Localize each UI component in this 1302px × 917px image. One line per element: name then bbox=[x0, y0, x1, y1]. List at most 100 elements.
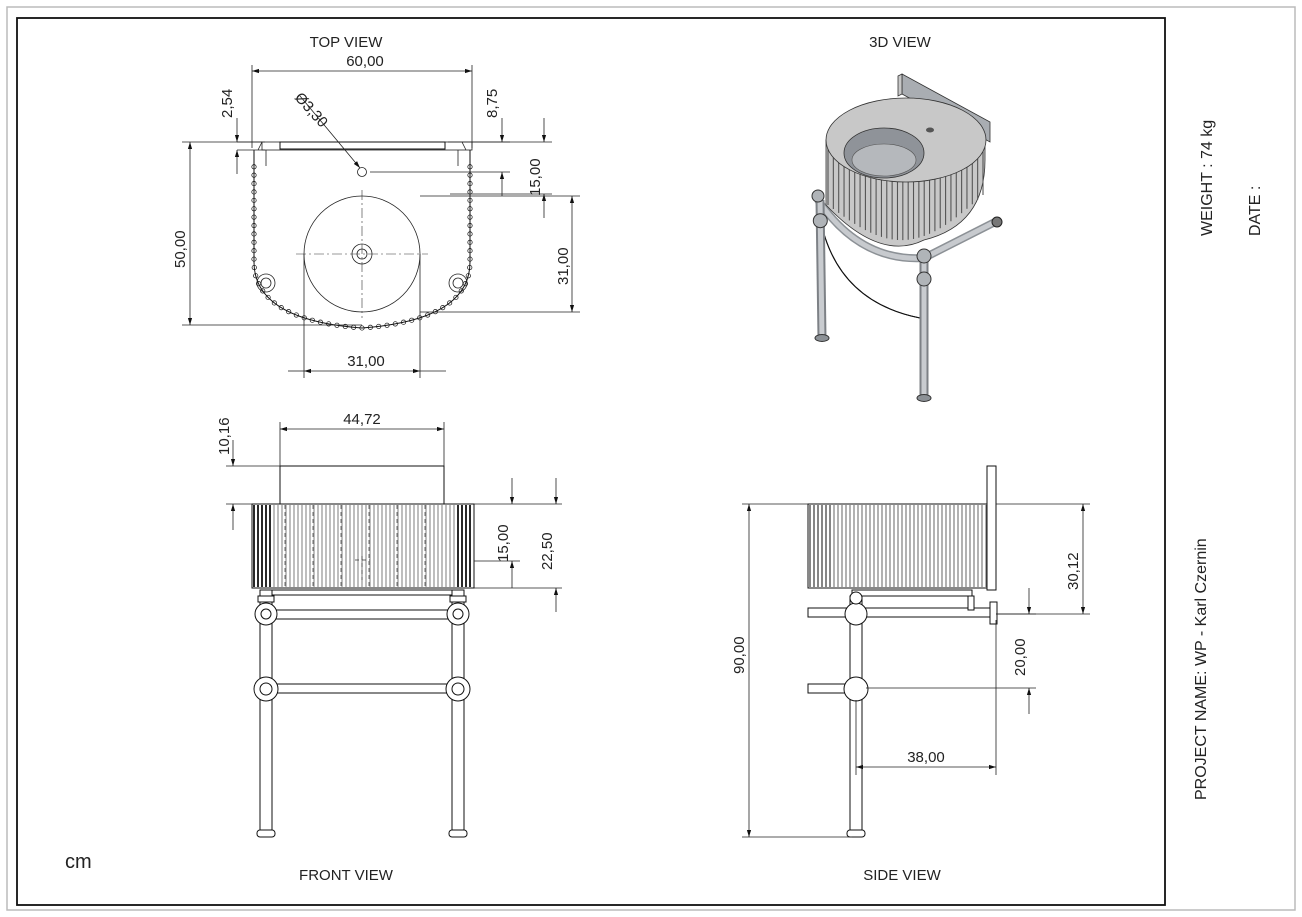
iso-foot bbox=[916, 394, 932, 402]
ridge-scallop bbox=[359, 325, 365, 331]
drawing-frame bbox=[16, 17, 1166, 906]
ridge-scallop bbox=[251, 197, 257, 203]
leg-joint-lower bbox=[253, 676, 279, 702]
side-joint-lower bbox=[843, 676, 869, 702]
ridge-scallop bbox=[251, 239, 257, 245]
ridge-scallop bbox=[251, 164, 257, 170]
dim-top-hole: Ø3,30 bbox=[291, 89, 331, 131]
dim-top-875: 8,75 bbox=[484, 89, 501, 118]
ridge-scallop bbox=[251, 231, 257, 237]
ridge-scallop bbox=[326, 321, 332, 327]
ridge-scallop bbox=[458, 288, 464, 294]
date-label: DATE : bbox=[1247, 186, 1264, 236]
ridge-scallop bbox=[251, 189, 257, 195]
iso-joint bbox=[916, 271, 932, 287]
front-view: 44,72 10,16 15,00 22,50 bbox=[216, 411, 562, 838]
ridge-scallop bbox=[467, 164, 473, 170]
ridge-scallop bbox=[467, 248, 473, 254]
dim-side-3012: 30,12 bbox=[1065, 552, 1082, 590]
top-view-title: TOP VIEW bbox=[310, 34, 384, 51]
iso-joint bbox=[812, 213, 828, 229]
ridge-scallop bbox=[251, 256, 257, 262]
iso-joint bbox=[916, 248, 932, 264]
ridge-scallop bbox=[467, 256, 473, 262]
ridge-scallop bbox=[384, 322, 390, 328]
side-view-title: SIDE VIEW bbox=[863, 867, 941, 884]
ridge-scallop bbox=[465, 273, 471, 279]
side-view: 30,12 90,00 20,00 38,00 bbox=[731, 465, 1090, 838]
units-label: cm bbox=[65, 851, 92, 873]
dim-front-2250: 22,50 bbox=[539, 532, 556, 570]
leg-joint-upper bbox=[446, 602, 470, 626]
side-joint-upper bbox=[844, 602, 868, 626]
tap-hole bbox=[357, 167, 367, 177]
dim-front-4472: 44,72 bbox=[343, 411, 381, 428]
front-leg bbox=[259, 589, 273, 836]
leg-joint-ring bbox=[451, 682, 465, 696]
front-basin bbox=[251, 503, 475, 589]
ridge-scallop bbox=[309, 317, 315, 323]
ridge-scallop bbox=[400, 319, 407, 325]
outer-frame bbox=[6, 6, 1296, 911]
ridge-scallop bbox=[278, 305, 284, 311]
iso-view-title: 3D VIEW bbox=[869, 34, 932, 51]
leg-collar bbox=[257, 595, 275, 603]
dim-side-2000: 20,00 bbox=[1012, 638, 1029, 676]
ridge-scallop bbox=[467, 206, 473, 212]
ridge-scallop bbox=[265, 294, 271, 300]
leg-joint-upper bbox=[254, 602, 278, 626]
dim-top-254: 2,54 bbox=[219, 89, 236, 118]
ridge-scallop bbox=[271, 300, 277, 306]
leg-joint-ring bbox=[452, 608, 464, 620]
front-leg bbox=[451, 589, 465, 836]
ridge-scallop bbox=[447, 300, 453, 306]
ridge-scallop bbox=[376, 323, 382, 329]
ridge-scallop bbox=[467, 214, 473, 220]
ridge-scallop bbox=[467, 239, 473, 245]
ridge-scallop bbox=[467, 231, 473, 237]
ridge-scallop bbox=[342, 323, 348, 329]
ridge-scallop bbox=[251, 248, 257, 254]
ridge-scallop bbox=[467, 197, 473, 203]
weight-label: WEIGHT : 74 kg bbox=[1199, 120, 1216, 236]
dim-side-3800: 38,00 bbox=[907, 749, 945, 766]
ridge-scallop bbox=[467, 223, 473, 229]
ridge-scallop bbox=[392, 321, 398, 327]
ridge-scallop bbox=[251, 181, 257, 187]
ridge-scallop bbox=[251, 172, 257, 178]
ridge-scallop bbox=[260, 288, 266, 294]
ridge-scallop bbox=[317, 319, 324, 325]
leg-joint-ring bbox=[259, 682, 273, 696]
ridge-scallop bbox=[293, 312, 299, 318]
ridge-scallop bbox=[425, 312, 431, 318]
leg-foot bbox=[256, 829, 276, 838]
ridge-scallop bbox=[251, 214, 257, 220]
ridge-scallop bbox=[467, 264, 473, 271]
project-name-label: PROJECT NAME: WP - Karl Czernin bbox=[1193, 538, 1210, 800]
ridge-scallop bbox=[251, 264, 257, 271]
iso-view bbox=[811, 73, 1003, 402]
dim-front-1500: 15,00 bbox=[495, 524, 512, 562]
ridge-scallop bbox=[467, 181, 473, 187]
dim-top-width: 60,00 bbox=[346, 53, 384, 70]
leg-foot bbox=[448, 829, 468, 838]
leg-collar bbox=[449, 595, 467, 603]
iso-joint bbox=[811, 189, 825, 203]
ridge-scallop bbox=[251, 223, 257, 229]
ridge-scallop bbox=[467, 172, 473, 178]
ridge-scallop bbox=[286, 309, 292, 315]
dim-top-3100-h: 31,00 bbox=[347, 353, 385, 370]
iso-foot bbox=[814, 334, 830, 342]
side-joint-cap bbox=[849, 591, 863, 605]
ridge-scallop bbox=[440, 305, 446, 311]
dim-front-1016: 10,16 bbox=[216, 417, 233, 455]
ridge-scallop bbox=[409, 317, 415, 323]
side-basin bbox=[807, 503, 988, 589]
front-view-title: FRONT VIEW bbox=[299, 867, 394, 884]
ridge-scallop bbox=[453, 294, 459, 300]
top-view: 60,00 2,54 Ø3,30 8,75 15,00 31,00 50,00 bbox=[172, 53, 580, 378]
basin-outline bbox=[253, 150, 471, 329]
ridge-scallop bbox=[253, 273, 259, 279]
ridge-scallop bbox=[367, 324, 373, 330]
